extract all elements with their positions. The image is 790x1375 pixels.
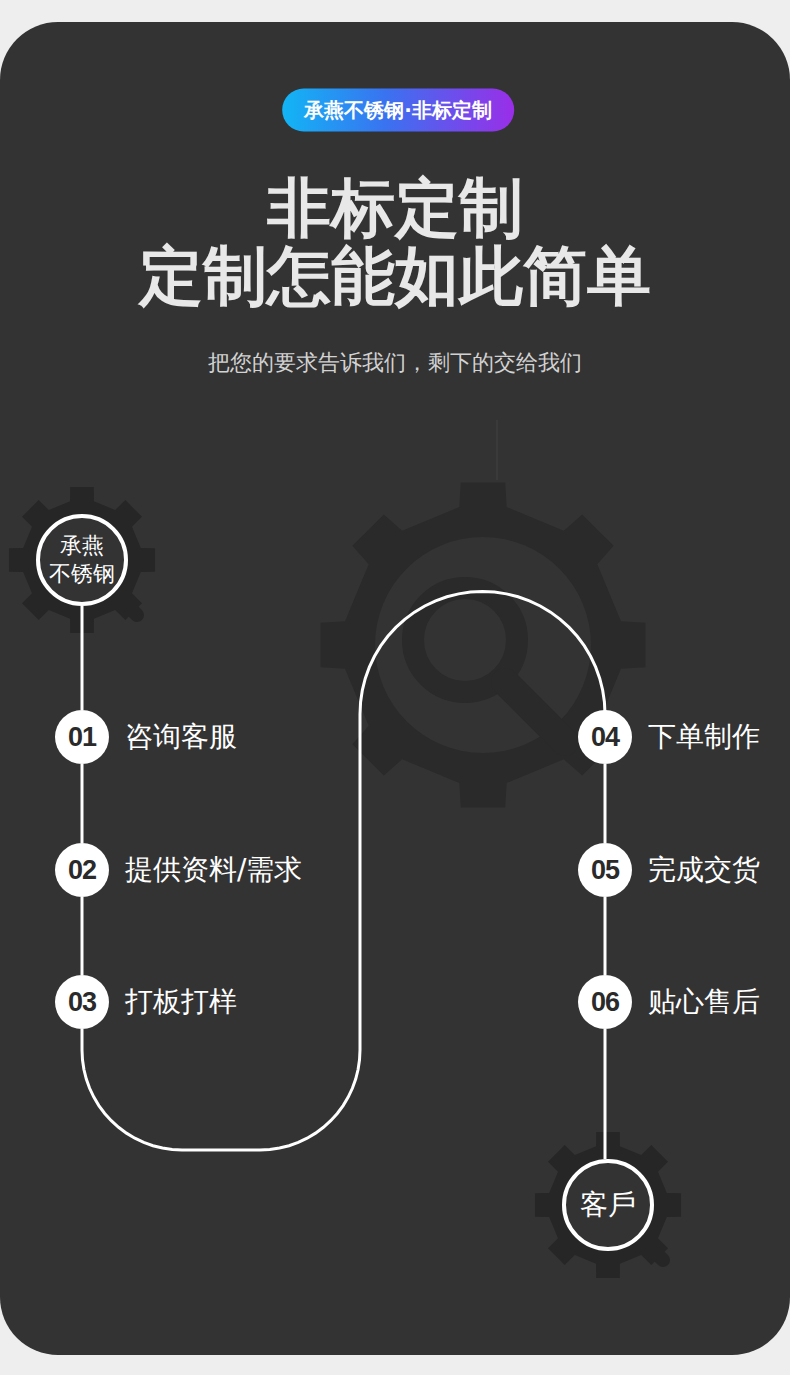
gear-shape (321, 483, 646, 808)
step-circle: 03打板打样 (55, 975, 109, 1029)
flow-line (604, 1029, 607, 1159)
flow-line (81, 606, 84, 710)
flow-line (81, 764, 84, 843)
step-number: 06 (591, 987, 619, 1018)
faint-line (496, 420, 498, 480)
hub-circle: 客戶 (562, 1159, 654, 1251)
step-circle: 02提供资料/需求 (55, 843, 109, 897)
step-label: 咨询客服 (125, 718, 237, 756)
subtitle: 把您的要求告诉我们，剩下的交给我们 (0, 348, 790, 378)
step-circle: 01咨询客服 (55, 710, 109, 764)
circle-shape (36, 514, 128, 606)
hub-circle: 承燕 不锈钢 (36, 514, 128, 606)
magnifier-handle (505, 682, 565, 742)
hub-label: 承燕 不锈钢 (45, 532, 119, 588)
step-label: 贴心售后 (648, 983, 760, 1021)
step-number: 04 (591, 722, 619, 753)
step-number: 03 (68, 987, 96, 1018)
step-number: 05 (591, 855, 619, 886)
step-label: 提供资料/需求 (125, 851, 302, 889)
badge-text: 承燕不锈钢·非标定制 (304, 98, 492, 122)
step-number: 02 (68, 855, 96, 886)
flow-line (604, 897, 607, 975)
step-circle: 05完成交货 (578, 843, 632, 897)
gears (9, 483, 681, 1279)
step-label: 下单制作 (648, 718, 760, 756)
step-number: 01 (68, 722, 96, 753)
title: 非标定制 定制怎能如此简单 (0, 174, 790, 310)
step-circle: 06贴心售后 (578, 975, 632, 1029)
title-badge: 承燕不锈钢·非标定制 (282, 89, 514, 132)
flow-line (81, 897, 84, 975)
flow-line (82, 592, 605, 1151)
step-label: 打板打样 (125, 983, 237, 1021)
flow-line (604, 764, 607, 843)
gear-shape (535, 1132, 681, 1278)
hub-label: 客戶 (571, 1191, 645, 1219)
gear-hole (375, 537, 591, 753)
card (0, 22, 790, 1355)
step-label: 完成交货 (648, 851, 760, 889)
step-circle: 04下单制作 (578, 710, 632, 764)
